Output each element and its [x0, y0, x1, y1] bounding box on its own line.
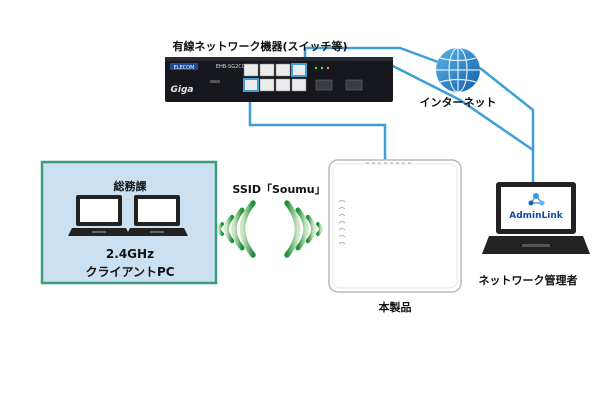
- lan-port-highlight: [243, 78, 259, 92]
- client-pc-label: クライアントPC: [85, 265, 175, 279]
- switch-to-product-cable: [248, 93, 387, 162]
- laptop-icon-left: [68, 195, 130, 236]
- internet-globe-icon: [436, 47, 480, 93]
- uplink-port-highlight: [291, 63, 307, 77]
- adminlink-app-name: AdminLink: [509, 211, 564, 221]
- switch-title: 有線ネットワーク機器(スイッチ等): [172, 40, 348, 53]
- client-band-label: 2.4GHz: [105, 247, 155, 261]
- switch-to-admin-cable: [384, 60, 534, 152]
- switch-logo: Giga: [171, 85, 194, 95]
- switch-model: EHB-SG2C08: [216, 64, 248, 70]
- switch-brand-badge: [170, 63, 198, 70]
- adminlink-logo-icon: [528, 193, 545, 206]
- network-switch: ELECOM EHB-SG2C08 Giga: [165, 57, 393, 102]
- internet-to-admin-cable: [479, 67, 535, 182]
- wifi-signal-right-icon: [284, 200, 323, 258]
- switch-brand: ELECOM: [174, 65, 195, 71]
- product-label: 本製品: [378, 301, 412, 314]
- client-group-box: [40, 160, 218, 285]
- access-point-indicators: [338, 200, 346, 245]
- admin-label: ネットワーク管理者: [478, 274, 578, 287]
- switch-ports: [243, 63, 363, 92]
- ssid-label: SSID「Soumu」: [232, 183, 326, 196]
- client-group-title: 総務課: [113, 180, 147, 193]
- wifi-signal-left-icon: [217, 200, 256, 258]
- internet-label: インターネット: [419, 96, 497, 109]
- access-point-device: [328, 159, 462, 293]
- laptop-icon-right: [126, 195, 188, 236]
